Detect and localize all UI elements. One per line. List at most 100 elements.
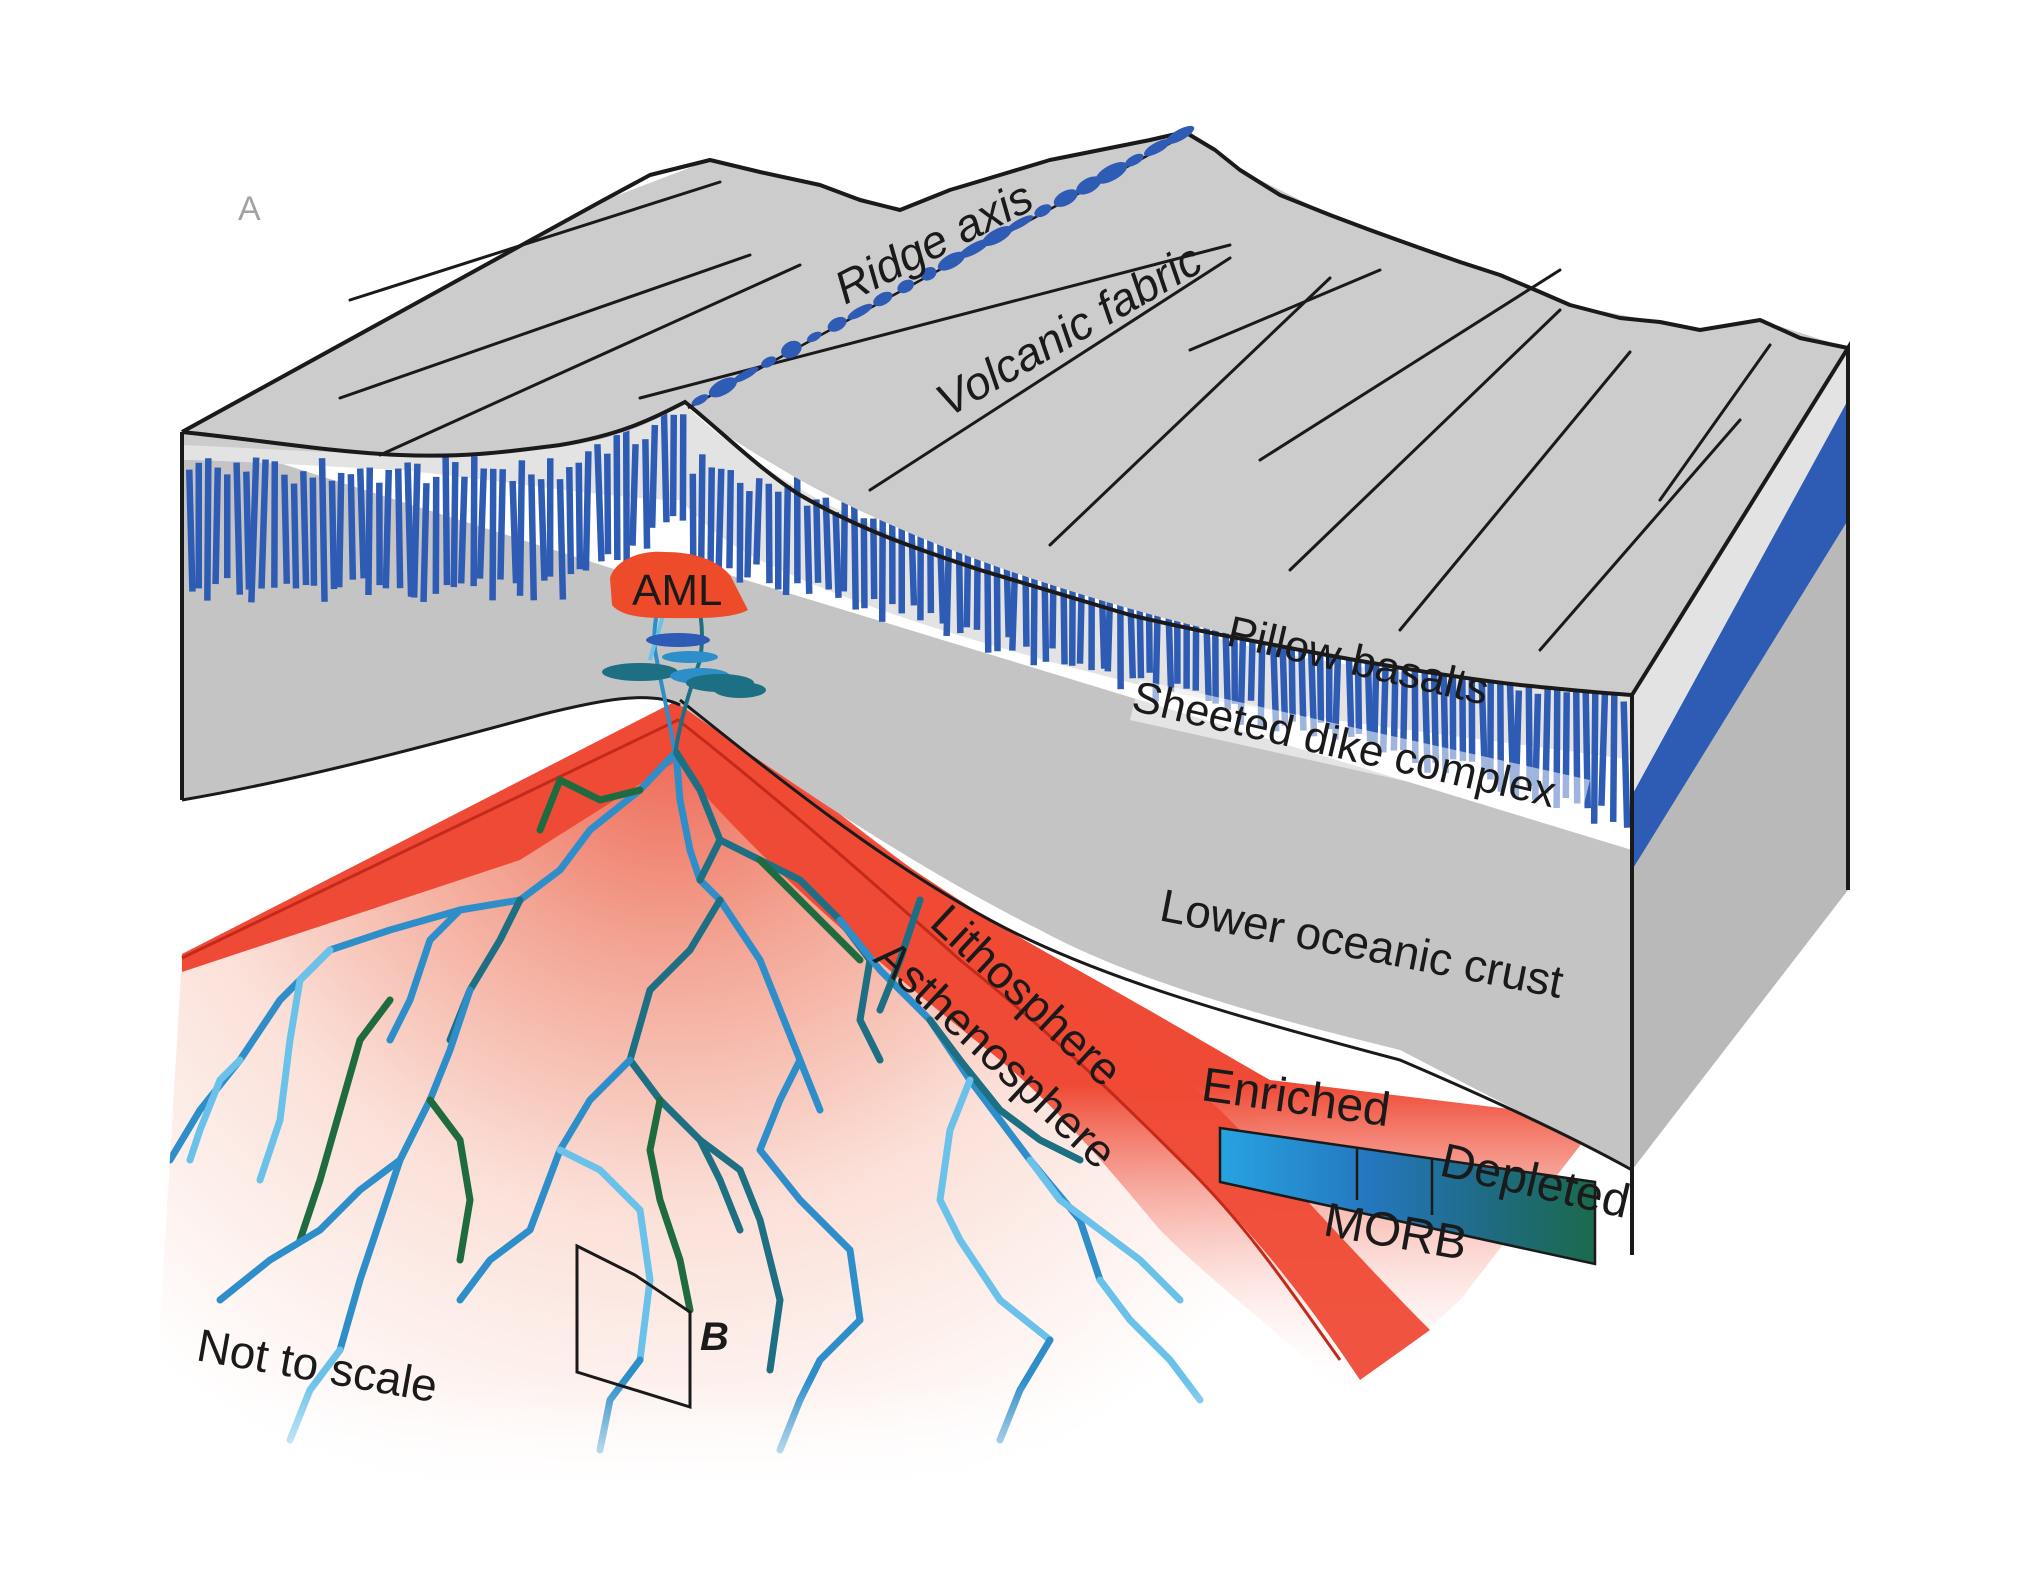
dike [715, 468, 725, 579]
dike [1582, 683, 1591, 809]
melt-channel [426, 1096, 474, 1264]
ridge-volcanic-blob [1076, 176, 1102, 195]
dike [271, 461, 279, 588]
dike [509, 480, 520, 584]
dike [1609, 694, 1618, 822]
dike [927, 535, 935, 614]
melt-channel [756, 1056, 864, 1324]
dike [1487, 669, 1495, 780]
dike [870, 518, 878, 600]
ridge-volcanic-blob [761, 356, 777, 368]
side-dike-band [1632, 400, 1848, 870]
ridge-volcanic-blob [1034, 204, 1052, 218]
dike [1379, 641, 1390, 753]
bottom-fade [150, 1380, 1350, 1490]
dike [546, 458, 554, 577]
dike [575, 462, 584, 570]
sheeted-dike-label-highlight [1130, 680, 1590, 820]
volcanic-fabric-lines [338, 180, 1772, 652]
melt-channel [556, 1146, 654, 1364]
ridge-volcanic-blob [920, 266, 937, 281]
dike [648, 424, 659, 528]
asthenosphere-region [150, 705, 1340, 1490]
seafloor-ridge-outline [181, 130, 1849, 434]
ridge-volcanic-blob [873, 291, 893, 307]
dike [813, 499, 822, 583]
dike [1525, 672, 1533, 787]
dike [300, 471, 310, 586]
aml-lens [610, 551, 748, 619]
dike [258, 459, 269, 589]
ridge-volcanic-blob [897, 279, 914, 294]
dike [489, 468, 497, 601]
dike [1440, 665, 1449, 774]
dike [878, 509, 887, 622]
dike [420, 483, 430, 603]
dike [1459, 669, 1467, 761]
dike [432, 476, 440, 594]
dike [224, 474, 231, 579]
dike [1478, 673, 1489, 774]
dike [309, 477, 318, 586]
dike [376, 482, 383, 586]
dike [1590, 683, 1599, 824]
melt-channel [216, 1156, 404, 1304]
dike [765, 483, 773, 584]
melt-channel [536, 776, 644, 834]
dike [1009, 552, 1019, 651]
dike [335, 472, 345, 588]
dike [669, 414, 678, 517]
dike [917, 528, 924, 621]
ridge-volcanic-blob [1124, 153, 1144, 167]
dike [594, 444, 605, 562]
melt-channel [386, 906, 464, 1044]
lithosphere-inner [672, 700, 1430, 1380]
dike [753, 478, 763, 565]
dike [860, 518, 868, 609]
dike [537, 479, 548, 581]
inset-b-label[interactable]: B [700, 1315, 729, 1359]
melt-channel [1026, 1156, 1184, 1304]
lower-crust-right [680, 560, 1632, 1170]
ridge-volcanic-blob [781, 340, 802, 359]
dike [1411, 643, 1419, 763]
melt-channel [256, 946, 334, 1184]
dike [394, 468, 404, 589]
block-right-edge [1630, 341, 1850, 1255]
dike [907, 514, 918, 606]
dike [356, 468, 367, 579]
ridge-volcanic-blob [1143, 139, 1171, 157]
dike [629, 444, 639, 546]
morb-legend [1218, 1126, 1597, 1266]
dike [450, 462, 459, 588]
dike [556, 479, 567, 600]
lithosphere-asthenosphere-boundary [181, 718, 1342, 1361]
ridge-volcanic-blob [1165, 125, 1195, 145]
dike [382, 469, 393, 589]
dike [1449, 666, 1457, 760]
dike [1430, 654, 1440, 763]
inset-b-box[interactable] [575, 1243, 692, 1410]
seafloor-front-edge [181, 399, 1633, 697]
ridge-volcanic-blob [732, 366, 759, 383]
dike [1390, 650, 1399, 751]
dike [689, 473, 697, 559]
dike [984, 549, 992, 653]
dike [613, 434, 621, 560]
melt-channel [926, 1016, 1084, 1164]
lower-crust-base-right [679, 698, 1633, 1172]
melt-channel [696, 1136, 784, 1374]
dike [212, 467, 222, 585]
dike [898, 509, 905, 614]
dike [1297, 632, 1307, 731]
ridge-volcanic-blob [847, 303, 873, 320]
melt-channel [672, 748, 724, 884]
ridge-volcanic-blob [1095, 162, 1128, 184]
ridge-volcanic-blob [982, 225, 1013, 247]
ridge-volcanic-blob [937, 251, 966, 271]
dike [1117, 580, 1124, 690]
dike [1572, 680, 1581, 804]
dike [476, 468, 488, 579]
